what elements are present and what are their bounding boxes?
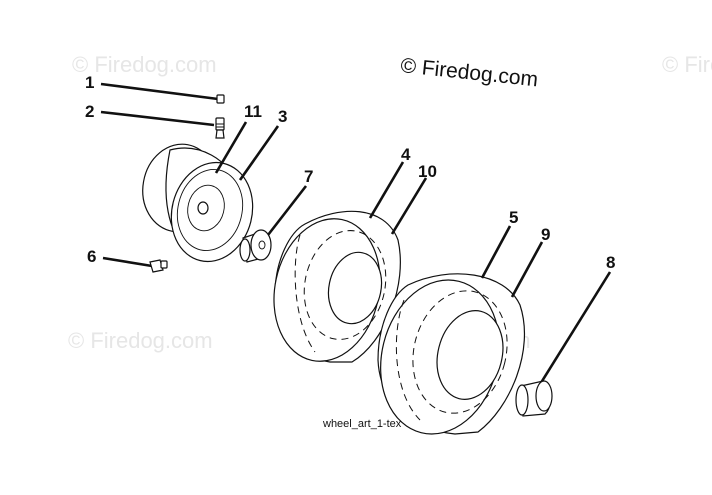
part-wheel-cap — [515, 271, 612, 417]
callout-2: 2 — [85, 102, 94, 121]
part-rear-tire — [377, 273, 525, 435]
callout-11: 11 — [244, 102, 262, 121]
part-spacer-bushing — [239, 185, 308, 263]
callout-10: 10 — [418, 162, 437, 181]
leader-6 — [102, 256, 153, 268]
leader-10 — [390, 177, 428, 235]
callout-numbers: 1 2 11 3 4 10 7 5 9 8 6 — [85, 73, 615, 272]
callout-8: 8 — [606, 253, 615, 272]
leader-9 — [510, 241, 544, 298]
watermark-faint-top-left: © Firedog.com — [72, 52, 217, 77]
callout-7: 7 — [304, 167, 313, 186]
watermark-faint-mid-left: © Firedog.com — [68, 328, 213, 353]
callout-3: 3 — [278, 107, 287, 126]
watermark-faint-top-right: © Firedog.com — [662, 52, 712, 77]
figure-label: wheel_art_1-tex — [322, 418, 402, 430]
leader-8 — [537, 271, 612, 387]
leader-7 — [266, 185, 308, 236]
leader-3 — [238, 125, 280, 181]
leader-1 — [100, 82, 219, 101]
part-front-tire — [273, 210, 401, 363]
callout-6: 6 — [87, 247, 96, 266]
leader-11 — [214, 121, 248, 174]
part-grease-fitting — [102, 256, 168, 273]
watermark-main: © Firedog.com — [399, 54, 539, 91]
callout-4: 4 — [401, 145, 411, 164]
callout-5: 5 — [509, 208, 518, 227]
part-valve-cap — [100, 82, 225, 104]
callout-9: 9 — [541, 225, 550, 244]
leader-4 — [368, 161, 405, 219]
part-rim — [142, 143, 254, 263]
part-valve-stem — [100, 110, 225, 139]
leader-5 — [480, 225, 512, 279]
callout-1: 1 — [85, 73, 94, 92]
leader-2 — [100, 110, 215, 127]
